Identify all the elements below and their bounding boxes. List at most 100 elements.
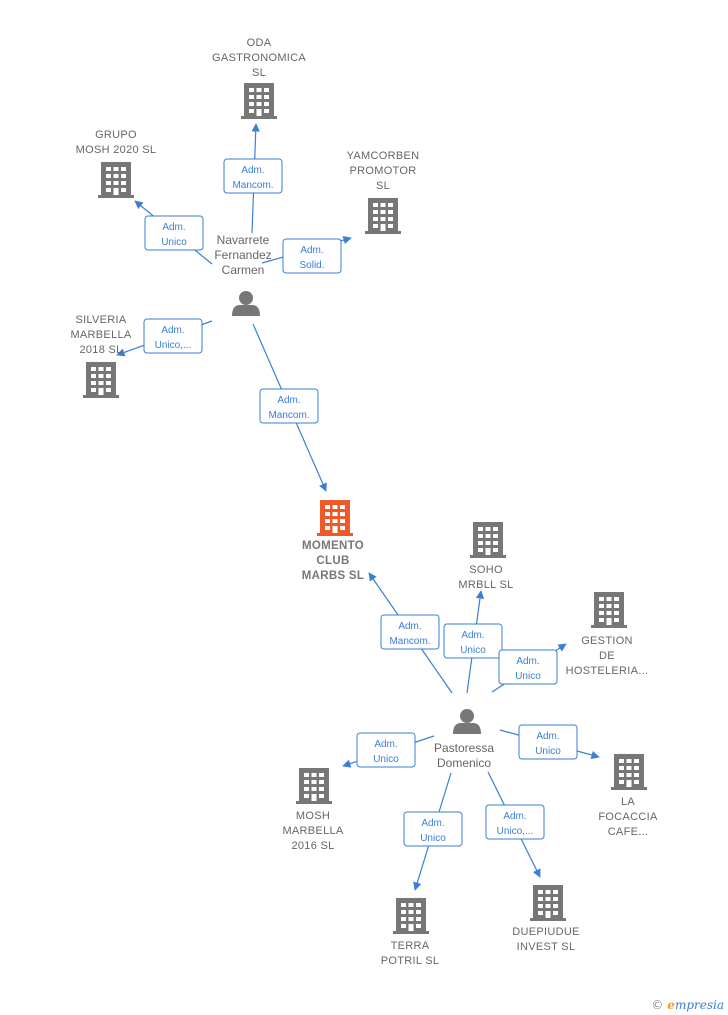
company-node-gestion[interactable]: GESTION DE HOSTELERIA...	[566, 592, 649, 677]
edge-role-box	[498, 649, 558, 685]
person-icon	[453, 709, 481, 734]
person-name-line: Domenico	[437, 756, 491, 770]
edge-role-text: Unico	[535, 746, 561, 757]
edge-role-badge[interactable]: Adm. Solid.	[282, 238, 342, 274]
brand-logo-initial: e	[667, 998, 675, 1012]
highlighted-building-icon	[317, 500, 353, 536]
edge-role-text: Unico	[373, 754, 399, 765]
edge-role-badge[interactable]: Adm. Mancom.	[380, 614, 440, 650]
edge-navarrete-grupo: Adm. Unico	[134, 200, 213, 265]
company-name-line: YAMCORBEN	[347, 150, 420, 162]
edge-role-box	[518, 724, 578, 760]
company-name-line: MARBELLA	[70, 329, 131, 341]
edge-role-badge[interactable]: Adm.Unico,...	[485, 804, 545, 840]
company-node-focaccia[interactable]: LAFOCACCIACAFE...	[598, 754, 658, 838]
edge-role-text: Adm.	[421, 818, 444, 829]
company-name-line: POTRIL SL	[381, 955, 440, 967]
edge-pastoressa-focaccia: Adm.Unico	[499, 724, 600, 760]
edge-navarrete-yamcorben: Adm. Solid.	[261, 236, 352, 274]
edge-role-text: Adm.	[162, 222, 185, 233]
building-icon	[296, 768, 332, 804]
edge-role-box	[223, 158, 283, 194]
company-node-yamcorben[interactable]: YAMCORBEN PROMOTOR SL	[347, 150, 420, 234]
company-name-line: SL	[376, 180, 390, 192]
edge-role-box	[380, 614, 440, 650]
company-name-line: PROMOTOR	[350, 165, 417, 177]
building-icon	[611, 754, 647, 790]
company-name-line: CAFE...	[608, 826, 649, 838]
company-name-line: MOSH	[296, 810, 330, 822]
building-icon	[83, 362, 119, 398]
person-name-line: Fernandez	[214, 248, 271, 262]
edge-role-badge[interactable]: Adm. Unico	[443, 623, 503, 659]
edge-role-text: Mancom.	[232, 180, 273, 191]
copyright-icon: ©	[651, 998, 664, 1012]
company-name-line: HOSTELERIA...	[566, 665, 649, 677]
company-name-line: MOSH 2020 SL	[76, 144, 157, 156]
edge-navarrete-silveria: Adm.Unico,...	[116, 318, 213, 357]
company-name-line: DE	[599, 650, 615, 662]
company-name-line: MARBS SL	[302, 570, 364, 582]
edge-role-badge[interactable]: Adm.Unico,...	[143, 318, 203, 354]
edge-role-box	[282, 238, 342, 274]
edge-role-badge[interactable]: Adm.Mancom.	[223, 158, 283, 194]
edge-role-text: Unico	[460, 645, 486, 656]
edge-navarrete-oda: Adm.Mancom.	[223, 123, 283, 234]
edge-role-box	[144, 215, 204, 251]
company-name-line: GESTION	[581, 635, 633, 647]
company-name-line: INVEST SL	[517, 941, 576, 953]
edge-role-text: Adm.	[516, 656, 539, 667]
company-node-terra[interactable]: TERRA POTRIL SL	[381, 898, 440, 967]
company-name-line: SILVERIA	[75, 314, 126, 326]
edge-role-badge[interactable]: Adm. Unico	[144, 215, 204, 251]
company-name-line: 2018 SL	[79, 344, 122, 356]
edge-role-text: Adm.	[398, 621, 421, 632]
building-icon	[530, 885, 566, 921]
edge-role-text: Mancom.	[268, 410, 309, 421]
edge-role-badge[interactable]: Adm.Mancom.	[259, 388, 319, 424]
edge-role-text: Adm.	[461, 630, 484, 641]
edge-role-badge[interactable]: Adm. Unico	[498, 649, 558, 685]
edge-role-text: Unico	[515, 671, 541, 682]
brand-footer: ©empresia	[651, 998, 724, 1012]
edge-role-text: Unico	[161, 237, 187, 248]
company-node-grupo[interactable]: GRUPO MOSH 2020 SL	[76, 129, 157, 198]
edge-role-text: Adm.	[300, 245, 323, 256]
building-icon	[591, 592, 627, 628]
person-name-line: Carmen	[222, 263, 265, 277]
edge-role-text: Adm.	[374, 739, 397, 750]
company-name-line: TERRA	[391, 940, 430, 952]
building-icon	[393, 898, 429, 934]
edge-role-text: Unico	[420, 833, 446, 844]
company-node-silveria[interactable]: SILVERIA MARBELLA 2018 SL	[70, 314, 132, 398]
edge-role-text: Adm.	[503, 811, 526, 822]
edge-role-box	[443, 623, 503, 659]
edge-role-box	[485, 804, 545, 840]
edge-role-text: Solid.	[299, 260, 324, 271]
building-icon	[98, 162, 134, 198]
edge-pastoressa-soho: Adm. Unico	[443, 590, 503, 694]
company-name-line: FOCACCIA	[598, 811, 658, 823]
edge-role-badge[interactable]: Adm. Unico	[356, 732, 416, 768]
company-name-line: GRUPO	[95, 129, 137, 141]
edge-role-text: Mancom.	[389, 636, 430, 647]
edge-pastoressa-momento: Adm. Mancom.	[368, 572, 453, 694]
person-name-line: Navarrete	[217, 233, 270, 247]
edge-role-badge[interactable]: Adm.Unico	[518, 724, 578, 760]
edge-role-badge[interactable]: Adm. Unico	[403, 811, 463, 847]
building-icon	[470, 522, 506, 558]
edge-role-text: Unico,...	[155, 340, 192, 351]
edge-navarrete-momento: Adm.Mancom.	[252, 323, 327, 492]
company-name-line: SL	[252, 67, 266, 79]
company-name-line: DUEPIUDUE	[512, 926, 580, 938]
company-node-duepiudue[interactable]: DUEPIUDUE INVEST SL	[512, 885, 580, 953]
company-name-line: MRBLL SL	[458, 579, 513, 591]
